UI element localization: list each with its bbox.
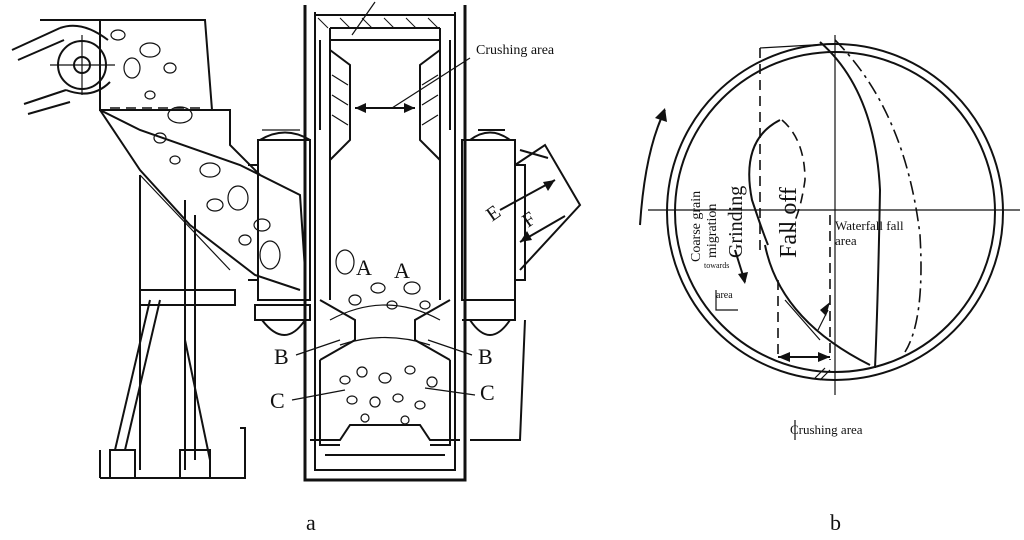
ore-charge [329, 249, 441, 425]
label-coarse-grain-line1: Coarse grain [689, 191, 704, 262]
label-grinding: Grinding [725, 186, 747, 258]
label-b-right: B [478, 344, 493, 369]
label-waterfall-line1: Waterfall fall [835, 218, 904, 233]
label-coarse-grain-line2: migration [705, 204, 720, 258]
label-f: F [518, 208, 540, 232]
caption-a: a [306, 510, 316, 535]
label-a-left: A [356, 255, 372, 280]
label-crushing-area-b: Crushing area [790, 422, 863, 437]
mill-shell [303, 5, 467, 482]
label-fall-off: Fall off [776, 187, 802, 258]
discharge-chute [499, 143, 582, 271]
label-a-right: A [394, 258, 410, 283]
feed-hopper [40, 19, 306, 291]
left-trunnion [248, 129, 311, 336]
crushing-arrow [351, 1, 471, 113]
rotation-arrow [639, 109, 666, 226]
support-frame [99, 174, 246, 479]
label-towards: towards [704, 261, 729, 270]
label-leaders [291, 339, 476, 401]
label-e: E [482, 201, 505, 226]
label-waterfall-line2: area [835, 233, 857, 248]
label-area-small: area [716, 290, 733, 301]
right-trunnion [461, 129, 526, 441]
feed-roller [11, 24, 115, 115]
panel-b: Coarse grain migration towards area Grin… [639, 35, 1020, 535]
panel-a: Crushing area A A B B C C E F a [11, 1, 582, 535]
caption-b: b [830, 510, 841, 535]
label-c-left: C [270, 388, 285, 413]
label-b-left: B [274, 344, 289, 369]
label-c-right: C [480, 380, 495, 405]
label-crushing-area-a: Crushing area [476, 43, 555, 58]
